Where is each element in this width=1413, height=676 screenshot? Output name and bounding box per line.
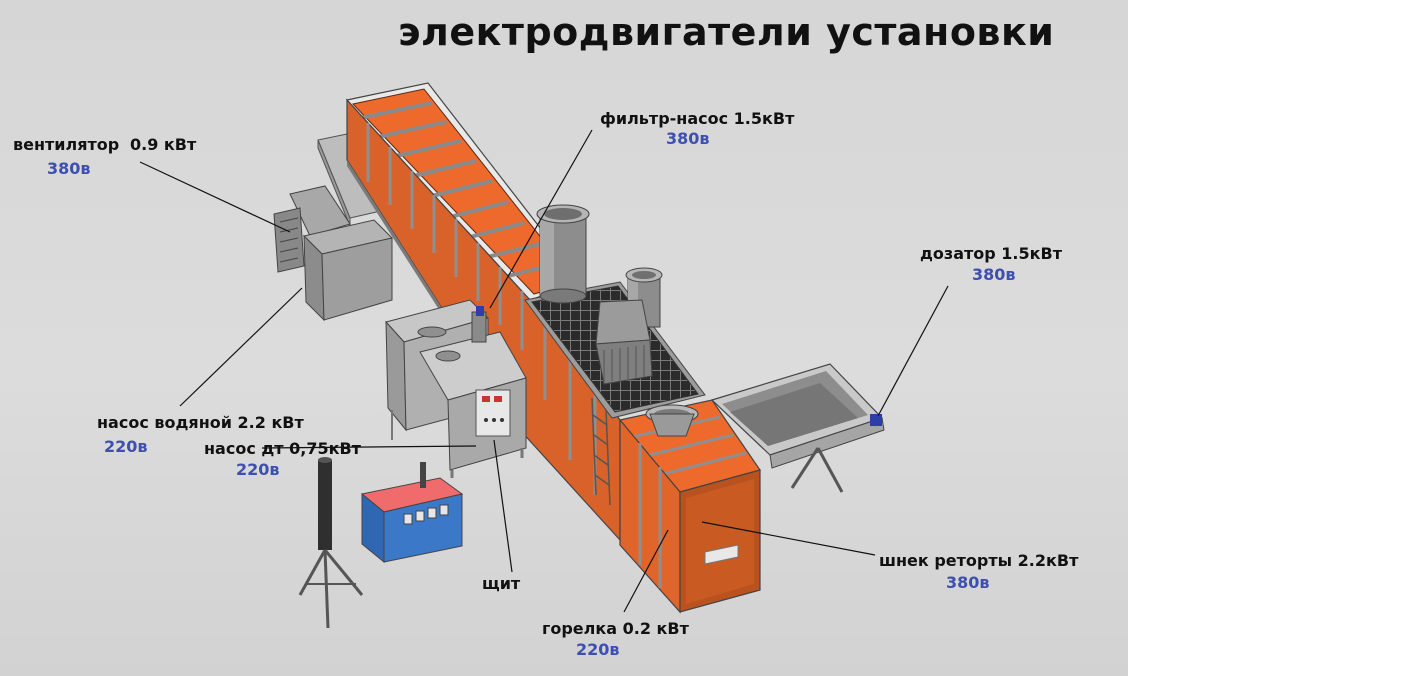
filter-cylinder-large <box>536 204 590 304</box>
fuel-pump-voltage-label: 220в <box>236 460 280 479</box>
cyclone-hopper <box>595 299 653 385</box>
burner-voltage-label: 220в <box>576 640 620 659</box>
ladder <box>591 397 611 506</box>
panel-label: щит <box>482 574 521 593</box>
water-pump-voltage-label: 220в <box>104 437 148 456</box>
fuel-pump-label: насос дт 0,75кВт <box>204 439 361 458</box>
retort-chamber <box>618 399 761 614</box>
chimney <box>298 457 364 629</box>
filter-pump-label: фильтр-насос 1.5кВт <box>600 109 795 128</box>
generator <box>360 462 464 564</box>
burner-label: горелка 0.2 кВт <box>542 619 689 638</box>
retort-screw-label: шнек реторты 2.2кВт <box>879 551 1079 570</box>
dispenser-voltage-label: 380в <box>972 265 1016 284</box>
water-pump-label: насос водяной 2.2 кВт <box>97 413 304 432</box>
retort-screw-voltage-label: 380в <box>946 573 990 592</box>
page-title: электродвигатели установки <box>398 10 1055 54</box>
filter-pump-voltage-label: 380в <box>666 129 710 148</box>
fan-label: вентилятор <box>13 135 120 154</box>
dispenser-hopper <box>710 363 885 493</box>
dispenser-label: дозатор 1.5кВт <box>920 244 1062 263</box>
installation-drawing <box>139 82 949 629</box>
dryer-chamber <box>345 82 621 542</box>
fan-unit <box>273 185 393 322</box>
fan-power-label: 0.9 кВт <box>130 135 197 154</box>
fan-voltage-label: 380в <box>47 159 91 178</box>
leader-lines <box>139 129 949 613</box>
scene-background: электродвигатели установки вентилятор 0.… <box>0 0 1128 676</box>
